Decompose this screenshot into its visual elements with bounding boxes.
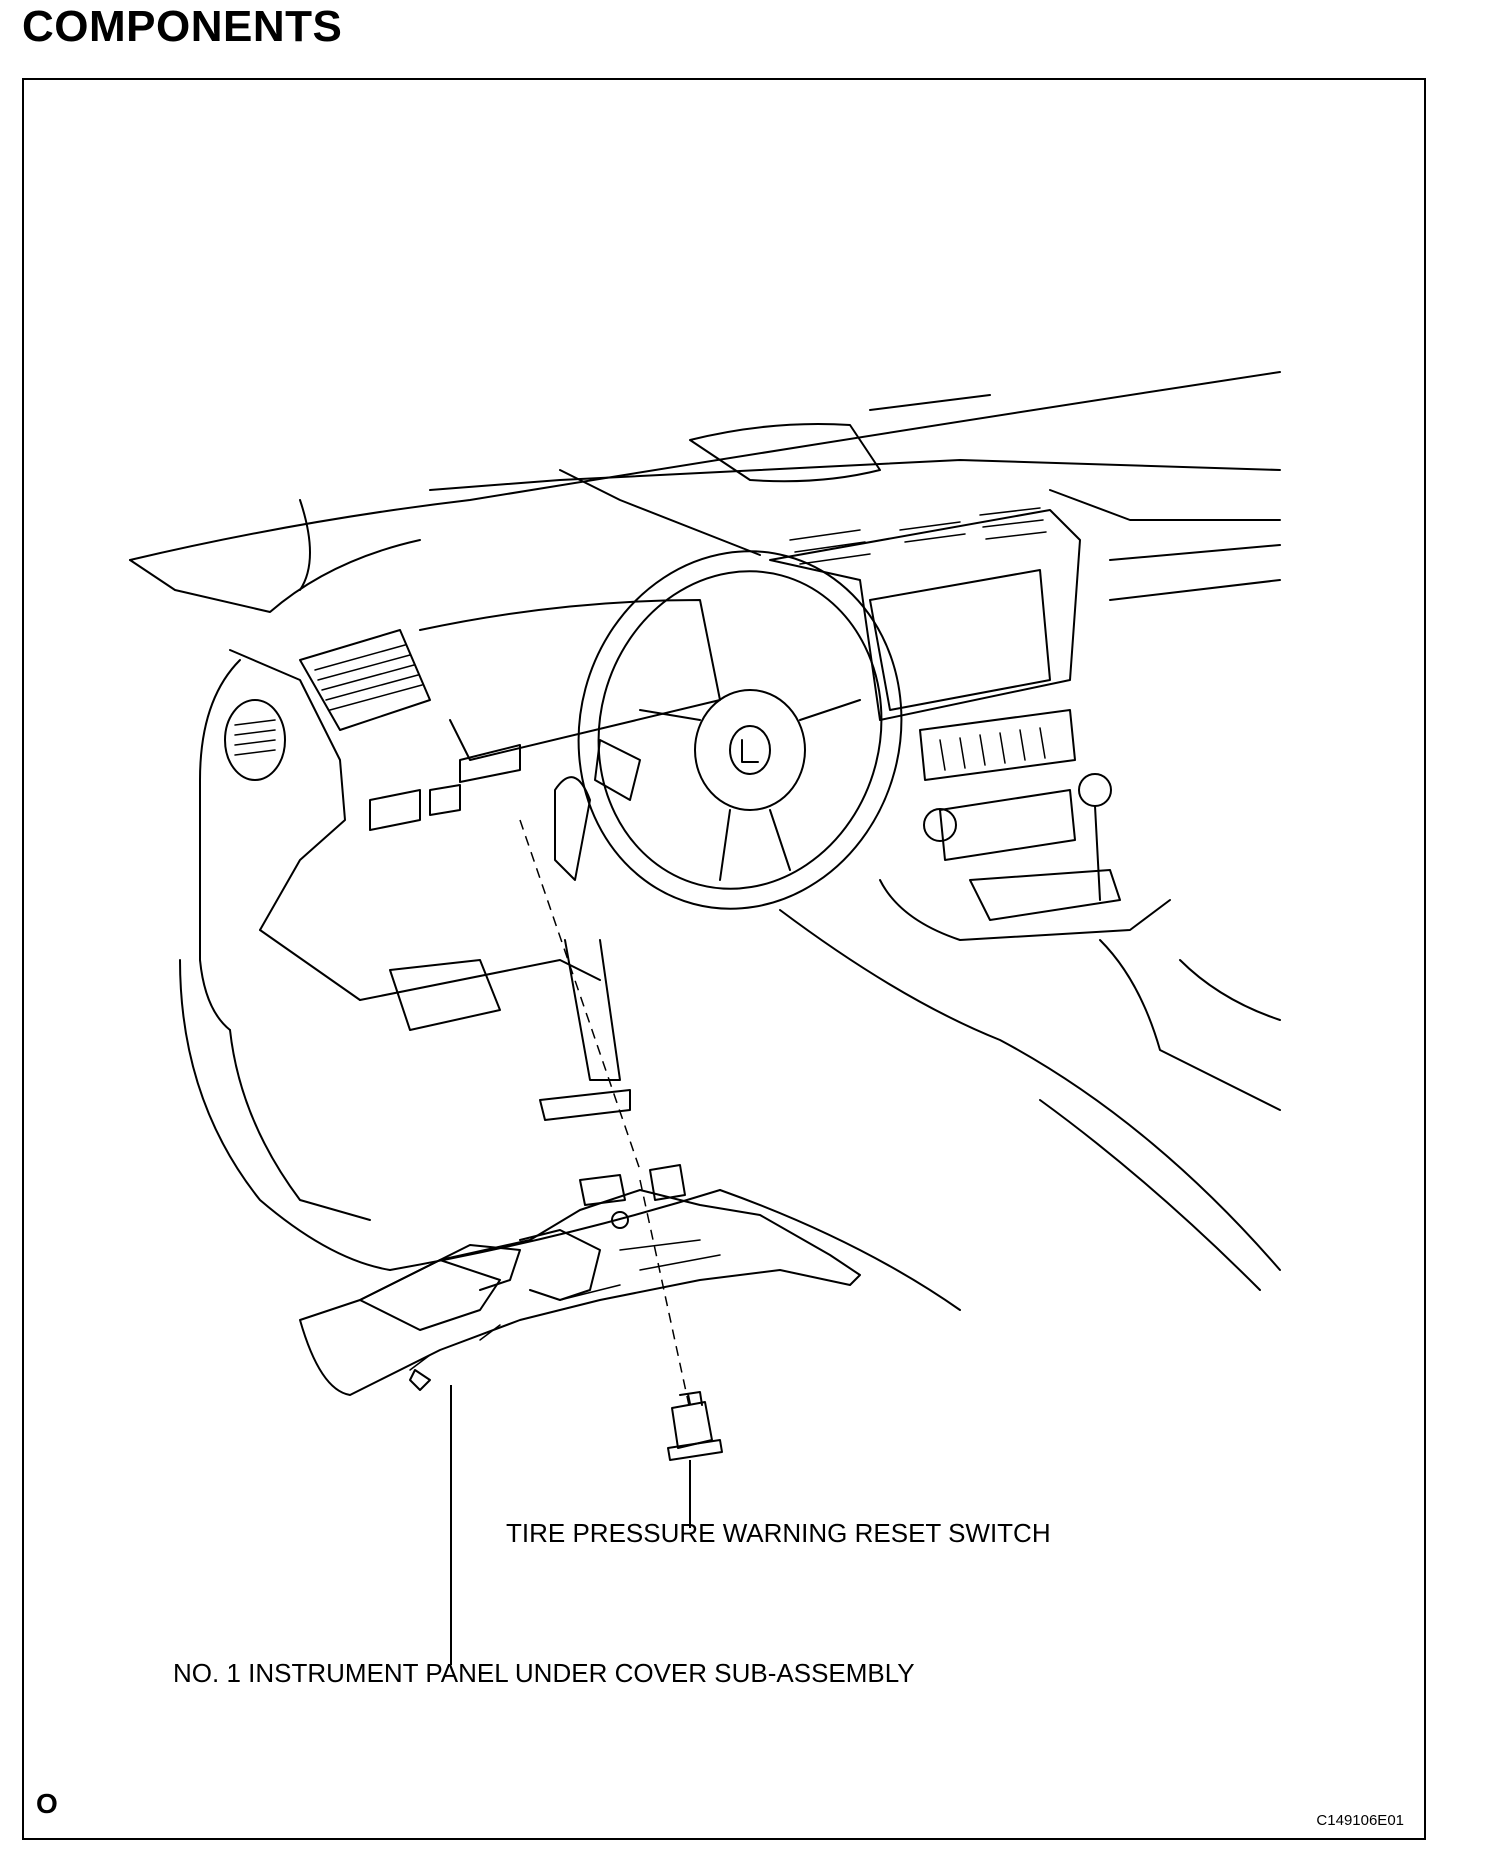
under-cover-sub-assembly: [299, 1164, 861, 1396]
install-line-reset-switch: [639, 1179, 691, 1411]
figure-id: C149106E01: [1316, 1812, 1404, 1829]
install-line-under-cover: [519, 819, 641, 1171]
floor-outline: [389, 1189, 961, 1311]
center-console: [779, 869, 1281, 1291]
illustration-frame: [22, 78, 1426, 1840]
center-stack: [769, 507, 1112, 901]
left-dash-side: [179, 649, 601, 1271]
reset-switch-part: [667, 1391, 723, 1461]
callout-reset-switch: TIRE PRESSURE WARNING RESET SWITCH: [506, 1518, 1051, 1548]
dashboard-outline: [129, 371, 1281, 613]
steering-column: [389, 776, 631, 1121]
page-marker: O: [36, 1788, 58, 1819]
instrument-cluster: [299, 599, 721, 831]
callout-under-cover: NO. 1 INSTRUMENT PANEL UNDER COVER SUB-A…: [173, 1658, 915, 1688]
page-title: COMPONENTS: [22, 2, 343, 51]
